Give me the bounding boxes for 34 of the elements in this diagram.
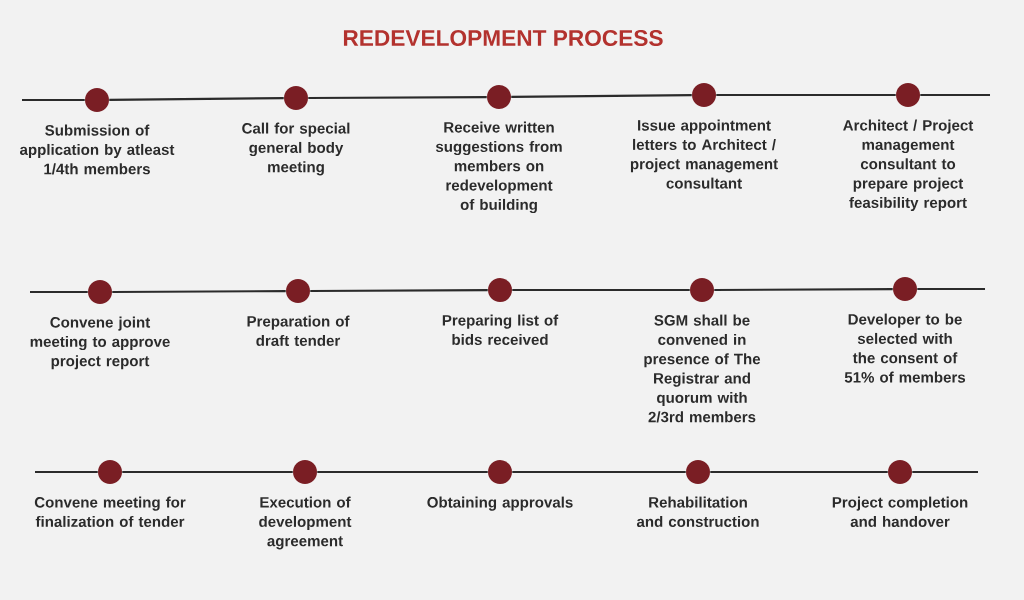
timeline-line bbox=[912, 470, 978, 474]
timeline-line bbox=[122, 470, 293, 474]
step-label: Architect / Project management consultant to prepare project feasibility report bbox=[843, 119, 974, 211]
step-label: Convene joint meeting to approve project report bbox=[30, 316, 170, 370]
timeline-line bbox=[22, 98, 85, 102]
step-label: SGM shall be convened in presence of The Registrar and quorum with 2/3rd members bbox=[644, 314, 761, 423]
step-label: Issue appointment letters to Architect / project management consultant bbox=[630, 119, 778, 189]
step-label: Call for special general body meeting bbox=[242, 122, 350, 176]
step-label: Preparing list of bids received bbox=[442, 314, 559, 345]
timeline-line bbox=[35, 470, 98, 474]
timeline-line bbox=[310, 289, 488, 292]
step-label: Developer to be selected with the consent of 51% of members bbox=[844, 313, 966, 383]
timeline-line bbox=[308, 96, 487, 99]
step-label: Execution of development agreement bbox=[259, 496, 352, 550]
step-label: Convene meeting for finalization of tender bbox=[34, 496, 186, 527]
step-label: Project completion and handover bbox=[832, 496, 968, 527]
timeline-line bbox=[511, 94, 692, 98]
step-label: Rehabilitation and construction bbox=[636, 496, 759, 527]
timeline-line bbox=[317, 470, 488, 474]
timeline-line bbox=[112, 290, 286, 293]
step-label: Receive written suggestions from members on redevelopment of building bbox=[435, 121, 562, 214]
step-label: Obtaining approvals bbox=[427, 496, 573, 511]
timeline-line bbox=[920, 93, 990, 97]
timeline-line bbox=[716, 93, 896, 97]
title: REDEVELOPMENT PROCESS bbox=[343, 29, 663, 47]
timeline-line bbox=[710, 470, 888, 474]
step-label: Submission of application by atleast 1/4th members bbox=[20, 124, 175, 175]
timeline-line bbox=[109, 97, 284, 101]
timeline-line bbox=[512, 470, 686, 474]
timeline-line bbox=[917, 287, 985, 291]
timeline-line bbox=[714, 288, 893, 291]
timeline-line bbox=[30, 290, 88, 294]
step-label: Preparation of draft tender bbox=[247, 315, 350, 346]
timeline-line bbox=[512, 288, 690, 292]
